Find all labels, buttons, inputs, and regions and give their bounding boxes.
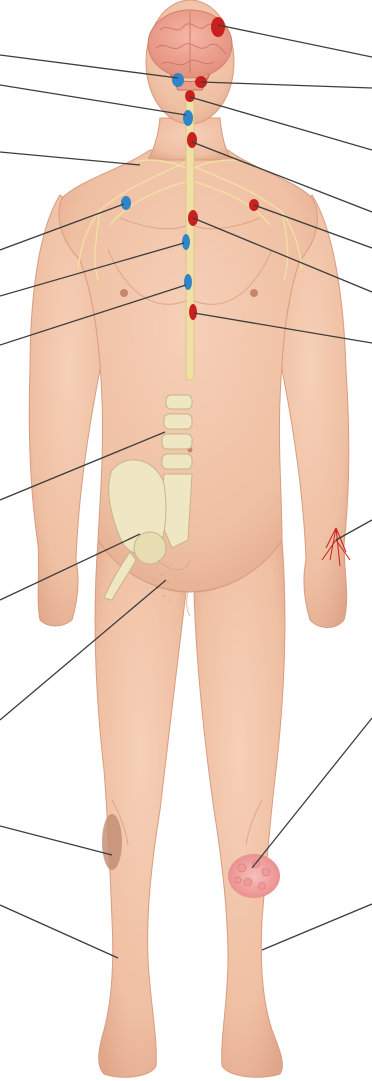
birthmark <box>102 814 122 870</box>
leader-line <box>262 904 372 950</box>
leader-line <box>218 25 372 57</box>
lesion-marker-icon <box>189 304 197 320</box>
lesion-marker-icon <box>183 110 193 126</box>
lesion-marker-icon <box>182 234 190 250</box>
lesion-marker-icon <box>185 90 195 102</box>
leader-line <box>0 905 118 958</box>
lesion-marker-icon <box>211 17 225 37</box>
lesion-marker-icon <box>172 73 184 87</box>
left-leg <box>95 540 186 1077</box>
leader-line <box>0 826 112 855</box>
lesion-marker-icon <box>184 274 192 290</box>
shin-plaque <box>228 854 280 898</box>
leader-line <box>0 152 140 165</box>
lesion-marker-icon <box>121 196 131 210</box>
right-leg <box>194 540 285 1077</box>
lesion-marker-icon <box>187 132 197 148</box>
